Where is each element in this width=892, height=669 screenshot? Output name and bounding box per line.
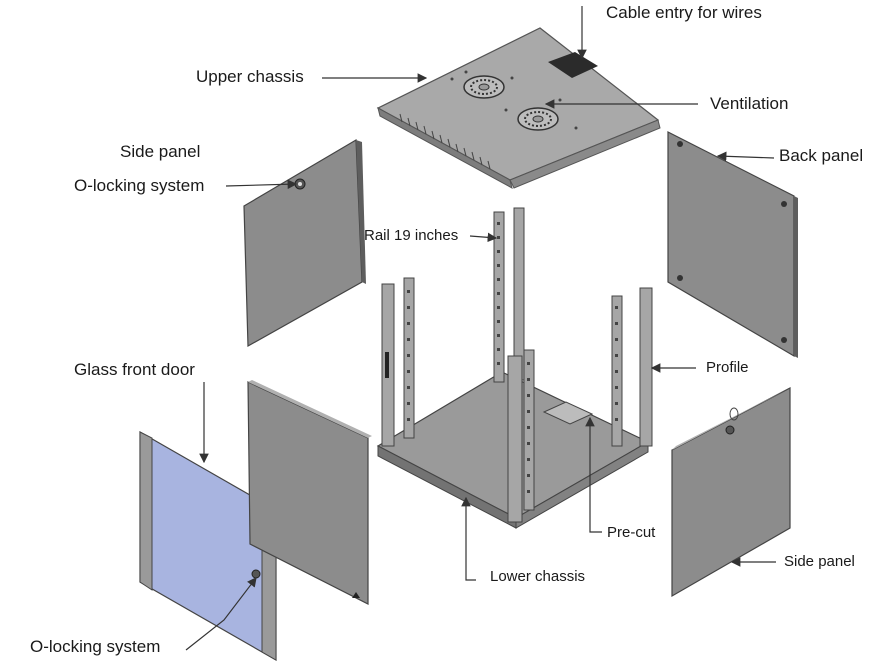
pre-cut-opening [542,401,594,425]
label-back-panel: Back panel [779,146,864,165]
side-panel-left [243,138,366,348]
leader-lines [185,6,776,651]
back-panel [667,131,798,358]
label-side-panel-left: Side panel [120,142,201,161]
label-pre-cut: Pre-cut [607,524,656,541]
front-side-panel [247,380,372,605]
side-panel-right [671,386,794,598]
label-lower-chassis: Lower chassis [490,568,586,585]
cabinet-frame [376,207,653,529]
label-glass-front-door: Glass front door [74,360,195,379]
lock-icon [251,569,261,579]
fan-icon [517,107,559,131]
lock-icon [294,178,306,190]
fan-icon [463,75,505,99]
label-o-locking-bottom: O-locking system [30,637,161,656]
label-o-locking-top: O-locking system [74,176,205,195]
upper-chassis [376,27,661,189]
label-side-panel-right: Side panel [784,553,855,570]
label-upper-chassis: Upper chassis [196,67,304,86]
label-profile: Profile [706,359,749,376]
label-rail: Rail 19 inches [364,227,459,244]
label-cable-entry: Cable entry for wires [606,3,762,22]
label-ventilation: Ventilation [710,94,789,113]
lock-icon [725,407,739,435]
